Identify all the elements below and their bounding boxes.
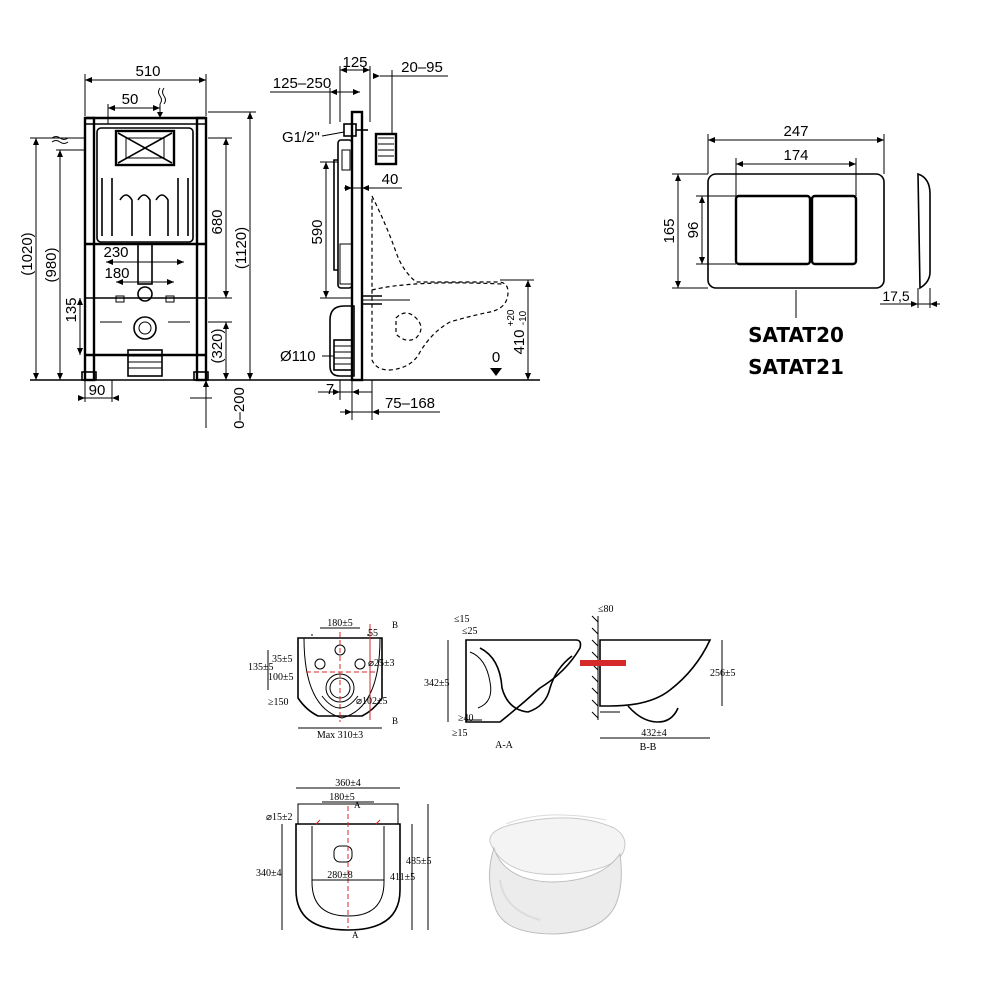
top-a-bottom: A [352, 930, 359, 940]
flush-opening [114, 129, 176, 167]
back-max-310-label: Max 310±3 [317, 730, 363, 741]
dim-75-168-label: 75–168 [385, 395, 435, 412]
height-135-label: 135 [63, 297, 80, 322]
back-55-label: 55 [368, 628, 378, 639]
bowl-section-bb: ≤80 256±5 432±4 B-B [580, 604, 736, 753]
foot-90-label: 90 [89, 382, 106, 399]
model-label-1: SATAT20 [748, 323, 844, 347]
span-230-label: 230 [103, 244, 128, 261]
frame-front-view: 510 50 (1020) (980) 135 680 [19, 63, 262, 429]
aa-caption: A-A [495, 740, 514, 751]
toilet-product-image [488, 814, 626, 935]
flush-plate-view: 247 174 165 96 17,5 SATAT20 SATAT21 [661, 123, 940, 379]
flush-pipe [137, 243, 153, 285]
top-360-label: 360±4 [335, 778, 361, 789]
drain-elbow [329, 305, 355, 377]
back-102-label: ⌀102±5 [356, 696, 388, 707]
plate-width-label: 247 [783, 123, 808, 140]
top-485-label: 485±5 [406, 856, 432, 867]
wall-plate [374, 132, 398, 166]
plate-height-label: 165 [661, 218, 678, 243]
drain-connector [127, 349, 163, 377]
dim-125-label: 125 [342, 54, 367, 71]
frame-right-post [195, 116, 208, 382]
dim-590-label: 590 [309, 219, 326, 244]
back-180-label: 180±5 [327, 618, 353, 629]
frame-width-label: 510 [135, 63, 160, 80]
cistern [96, 127, 194, 243]
back-b-top: B [392, 620, 398, 630]
bb-80-label: ≤80 [598, 604, 614, 615]
plate-inner-width-label: 174 [783, 147, 808, 164]
bowl-outline-dashed [371, 195, 509, 371]
model-label-2: SATAT21 [748, 355, 844, 379]
span-180-label: 180 [104, 265, 129, 282]
aa-15-bottom-label: ≥15 [452, 728, 468, 739]
top-a-top: A [354, 800, 361, 810]
back-b-bottom: B [392, 716, 398, 726]
top-180-label: 180±5 [329, 792, 355, 803]
bowl-top-outline [295, 823, 401, 931]
height-410-label: 410 [511, 329, 528, 354]
bowl-back-view: 180±5 55 B B 35±5 135±5 100±5 ⌀25±3 ⌀102… [248, 618, 398, 741]
plate-inner-height-label: 96 [685, 222, 702, 239]
bb-256-label: 256±5 [710, 668, 736, 679]
flush-button-small [810, 194, 858, 266]
thread-label: G1/2" [282, 129, 320, 146]
height-1020-label: (1020) [19, 232, 36, 275]
tol-upper-label: +20 [506, 309, 517, 326]
top-411-label: 411±5 [390, 872, 415, 883]
height-680-label: 680 [209, 209, 226, 234]
top-15-label: ⌀15±2 [266, 812, 293, 823]
bowl-top-view: 360±4 180±5 A A ⌀15±2 340±4 280±8 411±5 … [256, 778, 432, 940]
tol-lower-label: -10 [518, 310, 529, 325]
plate-depth-label: 17,5 [882, 288, 909, 304]
mounting-bolt [580, 660, 626, 666]
back-35-label: 35±5 [272, 654, 293, 665]
flush-button-large [734, 194, 812, 266]
bowl-back-outline [297, 637, 383, 717]
section-aa-outline [465, 639, 582, 723]
frame-side-view: 125 125–250 20–95 G1/2" 40 590 Ø110 [262, 54, 540, 420]
bb-caption: B-B [640, 742, 657, 753]
bowl-section-aa: ≤15 ≤25 342±5 ≥40 ≥15 A-A [424, 614, 582, 751]
flush-plate-profile [917, 172, 931, 290]
top-340-label: 340±4 [256, 868, 282, 879]
back-150-label: ≥150 [268, 697, 289, 708]
adjust-0-200-label: 0–200 [231, 387, 248, 429]
back-100-label: 100±5 [268, 672, 294, 683]
height-1120-label: (1120) [233, 227, 250, 269]
back-135-label: 135±5 [248, 662, 274, 673]
back-25-label: ⌀25±3 [368, 658, 395, 669]
aa-40-label: ≥40 [458, 713, 474, 724]
pipe-110-label: Ø110 [280, 348, 316, 365]
frame-left-post [83, 116, 96, 382]
toilet-lid [489, 817, 626, 875]
floor-zero-label: 0 [492, 349, 500, 366]
aa-25-label: ≤25 [462, 626, 478, 637]
flush-plate-outline [707, 173, 885, 289]
height-980-label: (980) [43, 247, 60, 282]
dim-125-250-label: 125–250 [273, 75, 331, 92]
offset-50-label: 50 [122, 91, 139, 108]
aa-342-label: 342±5 [424, 678, 450, 689]
dim-40-label: 40 [382, 171, 399, 188]
aa-15-top-label: ≤15 [454, 614, 470, 625]
height-320-label: (320) [209, 328, 226, 363]
section-bb-outline [599, 639, 712, 707]
dim-20-95-label: 20–95 [401, 59, 443, 76]
top-280-label: 280±8 [327, 870, 353, 881]
dim-7-label: 7 [326, 381, 334, 398]
bb-432-label: 432±4 [641, 728, 667, 739]
